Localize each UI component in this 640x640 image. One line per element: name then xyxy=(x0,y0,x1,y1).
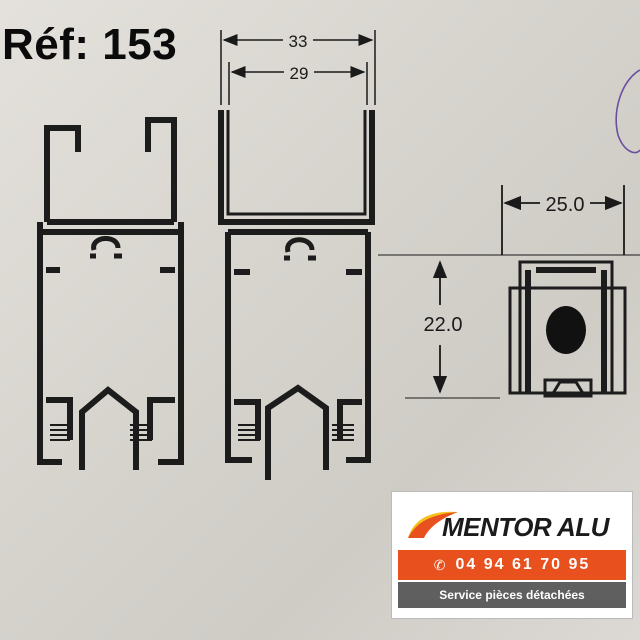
logo-phone: 04 94 61 70 95 xyxy=(455,556,591,573)
phone-icon: ✆ xyxy=(433,556,446,573)
logo-phone-band: ✆ 04 94 61 70 95 xyxy=(398,550,626,580)
swoosh-logo-icon xyxy=(408,511,458,538)
reference-title: Réf: 153 xyxy=(2,20,178,69)
mentor-alu-logo: MENTOR ALU ✆ 04 94 61 70 95 Service pièc… xyxy=(392,492,632,618)
left-clip xyxy=(90,236,122,259)
dim-25-label: 25.0 xyxy=(546,194,585,216)
dim-33-label: 33 xyxy=(289,32,308,51)
left-brush xyxy=(50,424,152,441)
logo-header: MENTOR ALU xyxy=(398,498,626,546)
center-clip xyxy=(284,237,316,261)
logo-service: Service pièces détachées xyxy=(439,588,585,602)
dim-29-label: 29 xyxy=(290,64,309,83)
center-profile xyxy=(218,110,375,480)
left-profile xyxy=(37,117,184,470)
dim-22-label: 22.0 xyxy=(424,314,463,336)
roller-detail xyxy=(508,260,627,398)
dim-29 xyxy=(228,62,368,105)
roller-wheel xyxy=(546,306,586,354)
center-brush xyxy=(238,424,354,441)
logo-brand: MENTOR ALU xyxy=(442,512,609,542)
dim-25 xyxy=(501,185,625,255)
dim-33 xyxy=(220,30,376,105)
logo-service-band: Service pièces détachées xyxy=(398,582,626,608)
pen-mark xyxy=(615,69,640,154)
